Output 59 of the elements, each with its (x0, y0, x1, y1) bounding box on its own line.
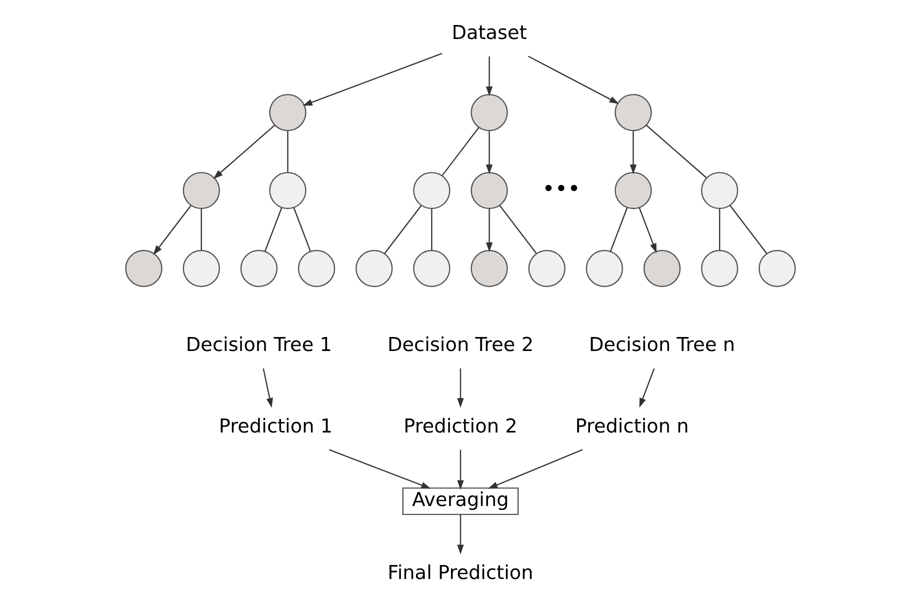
arrow (302, 52, 442, 106)
node-circle (268, 94, 306, 132)
node-text: Final Prediction (387, 560, 533, 584)
node-text: Prediction 1 (218, 414, 332, 438)
arrow (638, 208, 656, 254)
connector (718, 208, 720, 250)
node-circle (470, 250, 508, 288)
arrow (485, 130, 492, 174)
connector (384, 205, 422, 254)
connector (292, 208, 311, 252)
node-circle (528, 250, 565, 288)
node-box: Averaging (402, 487, 518, 516)
node-circle (182, 172, 220, 210)
node-circle (470, 172, 508, 210)
node-circle (614, 94, 652, 132)
node-text: Decision Tree n (588, 333, 735, 356)
label: ••• (542, 176, 580, 202)
arrow (629, 130, 636, 174)
node-circle (470, 94, 508, 132)
connector (498, 205, 536, 254)
arrow (527, 56, 619, 104)
arrow (487, 449, 582, 489)
arrow (456, 368, 464, 408)
connector (264, 208, 282, 252)
arrow (328, 449, 430, 489)
node-text: Prediction n (574, 414, 688, 438)
node-circle (182, 250, 220, 288)
arrow (485, 56, 492, 96)
connector (441, 127, 479, 176)
node-circle (758, 250, 796, 288)
arrow (152, 205, 191, 255)
arrow (485, 208, 492, 252)
node-circle (268, 172, 306, 210)
node-circle (297, 250, 335, 288)
connector (645, 124, 706, 178)
arrow (456, 514, 464, 554)
node-circle (585, 250, 623, 288)
arrow (212, 124, 275, 179)
connector (430, 208, 432, 250)
node-text: Dataset (451, 21, 526, 44)
node-text: Decision Tree 1 (185, 333, 332, 356)
node-circle (642, 250, 680, 288)
node-circle (355, 250, 392, 288)
connector (609, 208, 628, 252)
node-text: Decision Tree 2 (386, 333, 534, 356)
connector (200, 208, 202, 250)
arrow (456, 450, 464, 490)
node-circle (700, 172, 738, 210)
node-circle (412, 250, 450, 288)
node-circle (700, 250, 738, 288)
arrow (262, 368, 272, 408)
connector (286, 130, 288, 172)
node-text: Prediction 2 (403, 414, 517, 438)
node-circle (124, 250, 162, 288)
connector (729, 205, 767, 254)
node-circle (412, 172, 450, 210)
arrow (638, 368, 654, 408)
node-circle (614, 172, 652, 210)
node-circle (240, 250, 278, 288)
